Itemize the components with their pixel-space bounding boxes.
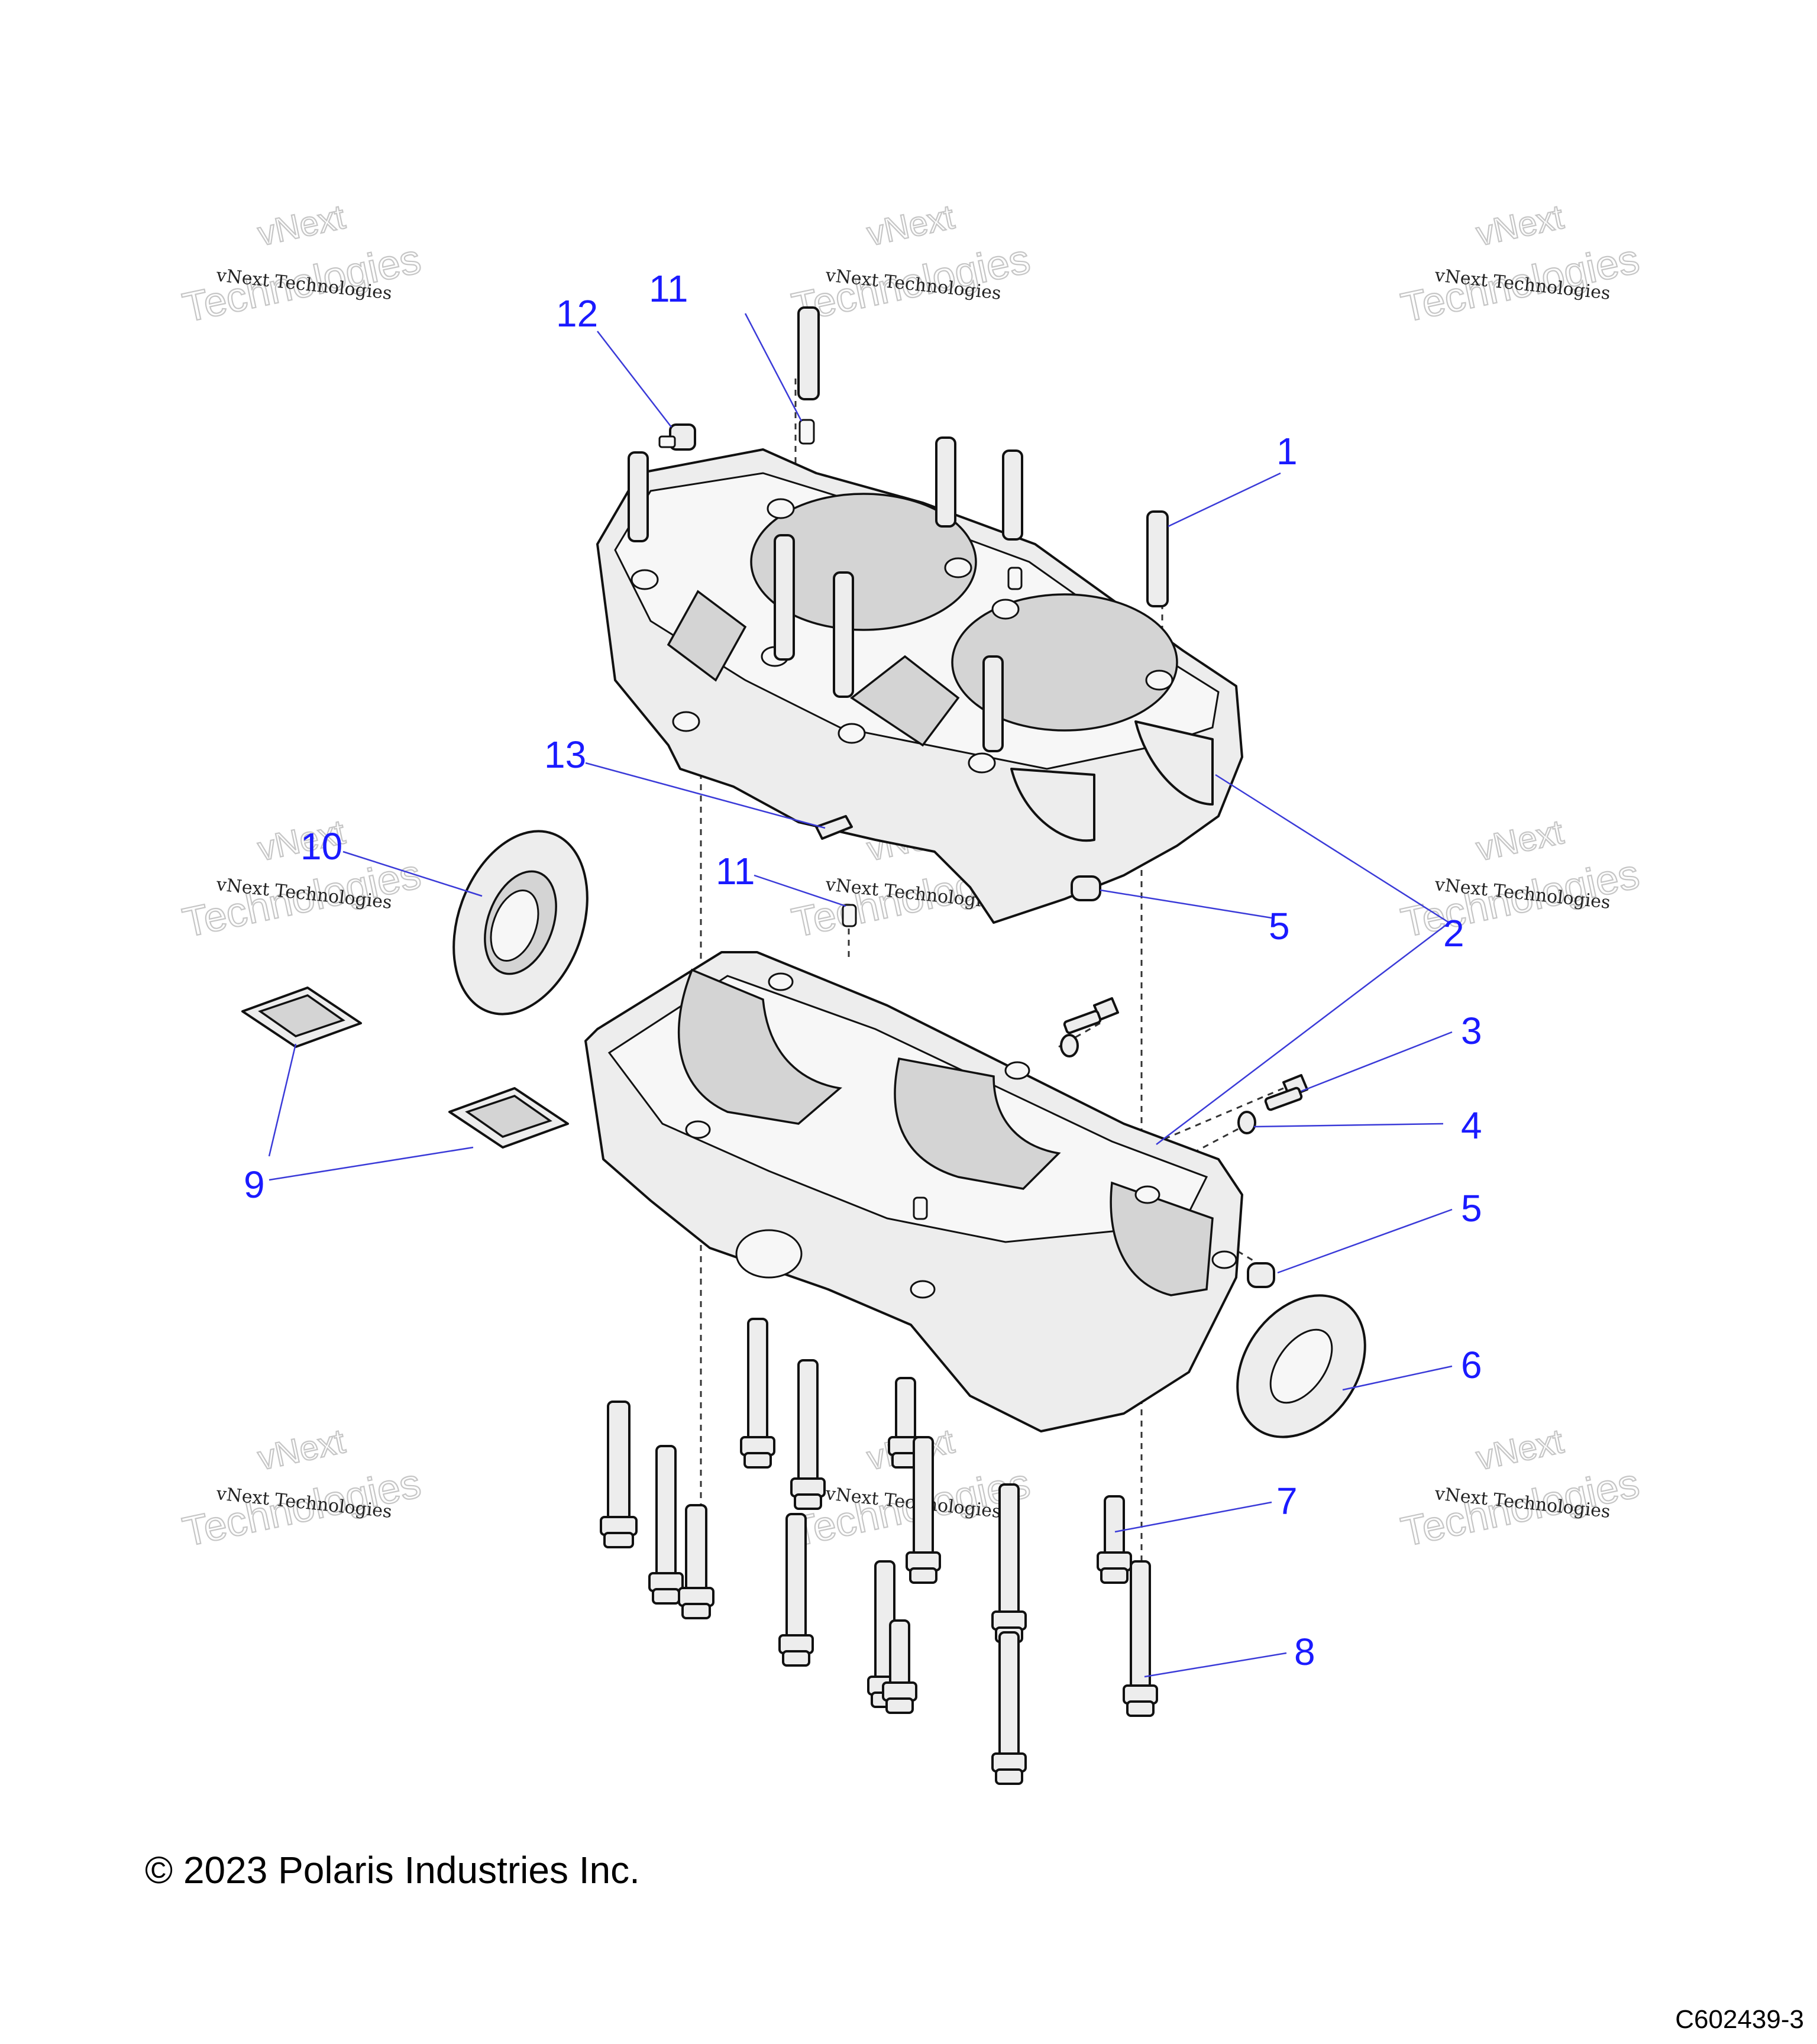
small-dowels xyxy=(798,419,1023,1220)
watermark: vNext Technologies xyxy=(1396,1421,1644,1556)
callout-12: 12 xyxy=(556,292,598,335)
callout-7: 7 xyxy=(1276,1480,1298,1522)
studs xyxy=(628,306,1169,752)
callout-11-lower: 11 xyxy=(716,850,755,892)
callout-10: 10 xyxy=(300,825,342,868)
case-bolts xyxy=(600,1318,1158,1785)
watermark: vNext Technologies xyxy=(178,197,425,332)
figure-code: C602439-3 xyxy=(1675,2005,1804,2034)
callout-9: 9 xyxy=(244,1163,265,1206)
pin xyxy=(815,815,853,840)
callout-3: 3 xyxy=(1461,1010,1482,1052)
reed-plate xyxy=(241,987,569,1149)
svg-text:vNext: vNext xyxy=(1473,198,1567,253)
callout-4: 4 xyxy=(1461,1104,1482,1147)
copyright-notice: © 2023 Polaris Industries Inc. xyxy=(145,1849,640,1891)
callout-8: 8 xyxy=(1294,1631,1315,1673)
svg-text:vNext: vNext xyxy=(1473,813,1567,868)
washer xyxy=(1060,1034,1079,1057)
callout-2: 2 xyxy=(1443,912,1464,955)
callout-11-upper: 11 xyxy=(649,267,688,310)
watermark: vNext Technologies xyxy=(178,812,425,947)
upper-crankcase xyxy=(596,448,1243,924)
watermark: vNext Technologies xyxy=(1396,197,1644,332)
callouts: 1 2 3 4 5 5 6 7 8 9 10 11 11 12 13 xyxy=(244,267,1482,1673)
seal-left xyxy=(452,830,589,1015)
svg-text:vNext: vNext xyxy=(864,198,958,253)
leader-lines xyxy=(268,313,1453,1678)
watermark: vNext Technologies xyxy=(178,1421,425,1556)
oil-fitting xyxy=(658,423,696,451)
callout-5-upper: 5 xyxy=(1269,905,1290,947)
svg-text:vNext: vNext xyxy=(1473,1422,1567,1477)
bolt-small xyxy=(1063,997,1308,1111)
callout-1: 1 xyxy=(1276,430,1298,473)
bushing-lower xyxy=(1247,1262,1275,1288)
lower-crankcase xyxy=(584,951,1243,1432)
callout-13: 13 xyxy=(544,733,586,776)
washer xyxy=(1237,1111,1256,1134)
svg-text:vNext: vNext xyxy=(254,1422,348,1477)
watermark: vNext Technologies xyxy=(1396,812,1644,947)
svg-text:vNext: vNext xyxy=(254,198,348,253)
seal-right xyxy=(1236,1294,1366,1438)
callout-6: 6 xyxy=(1461,1344,1482,1386)
callout-5-lower: 5 xyxy=(1461,1187,1482,1230)
bushing-upper xyxy=(1071,875,1101,901)
watermarks: vNext Technologies vNext Technologies vN… xyxy=(178,197,1644,1556)
